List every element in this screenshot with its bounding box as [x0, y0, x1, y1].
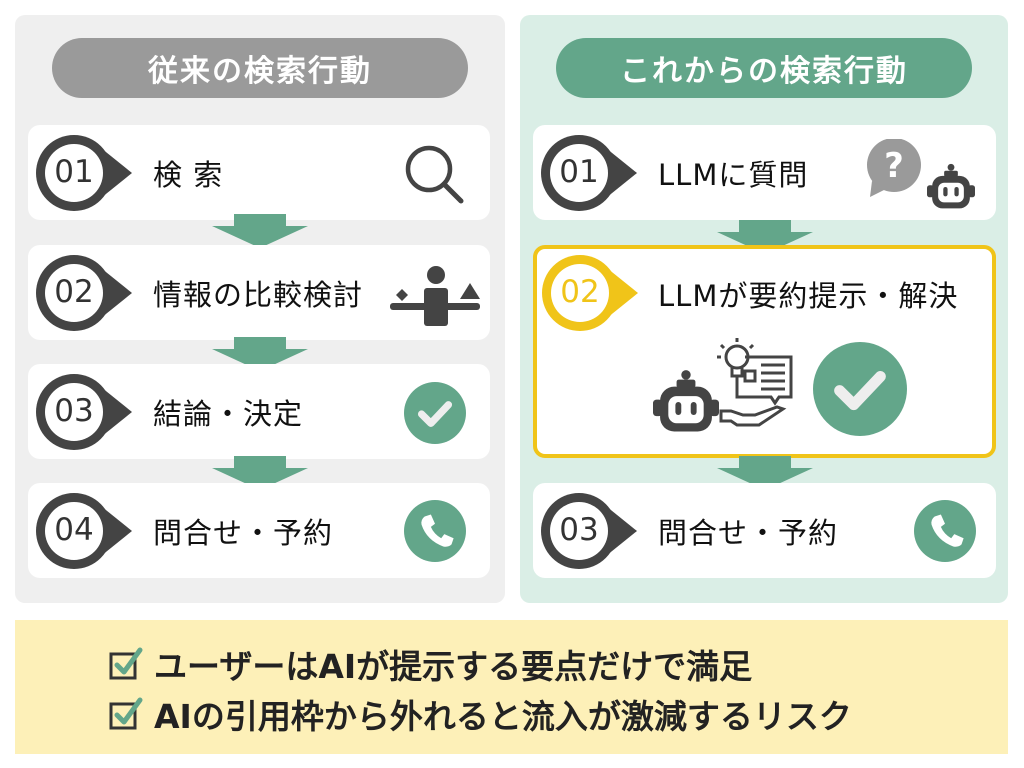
- idea-summary-hand-icon: [717, 338, 793, 427]
- left-step-3: 03 結論・決定: [28, 364, 490, 459]
- search-icon: [405, 145, 464, 204]
- step-label: LLMに質問: [658, 157, 809, 192]
- step-number: 04: [54, 512, 94, 548]
- step-number: 01: [54, 154, 94, 190]
- question-bubble-icon: ?: [867, 139, 921, 197]
- summary-banner: [15, 620, 1008, 754]
- future-title: これからの検索行動: [556, 38, 972, 98]
- step-number: 03: [559, 512, 599, 548]
- step-number: 03: [54, 393, 94, 429]
- robot-icon: [649, 369, 723, 435]
- summary-point-2: AIの引用枠から外れると流入が激減するリスク: [108, 690, 852, 738]
- step-label: 結論・決定: [153, 396, 304, 431]
- checkbox-icon: [108, 646, 144, 682]
- step-label: 情報の比較検討: [153, 277, 364, 312]
- left-step-1: 01 検 索: [28, 125, 490, 220]
- compare-person-icon: [390, 266, 480, 326]
- flow-arrow: [212, 214, 308, 248]
- left-step-2: 02 情報の比較検討: [28, 245, 490, 340]
- summary-point-1: ユーザーはAIが提示する要点だけで満足: [108, 640, 752, 688]
- step-label: 問合せ・予約: [153, 515, 334, 550]
- left-step-4: 04 問合せ・予約: [28, 483, 490, 578]
- step-label: 検 索: [153, 157, 224, 192]
- step-label: 問合せ・予約: [658, 515, 839, 550]
- svg-text:?: ?: [884, 146, 904, 186]
- right-step-3: 03 問合せ・予約: [533, 483, 996, 578]
- check-circle-icon: [404, 382, 466, 444]
- summary-text: AIの引用枠から外れると流入が激減するリスク: [154, 697, 852, 736]
- right-step-2-highlighted: 02 LLMが要約提示・解決: [533, 245, 996, 458]
- step-number: 01: [559, 154, 599, 190]
- step-label: LLMが要約提示・解決: [658, 279, 959, 313]
- summary-text: ユーザーはAIが提示する要点だけで満足: [154, 647, 753, 686]
- step-number: 02: [54, 274, 94, 310]
- right-step-1: 01 LLMに質問 ?: [533, 125, 996, 220]
- phone-icon: [404, 500, 466, 562]
- checkbox-icon: [108, 696, 144, 732]
- check-circle-icon: [813, 342, 907, 436]
- step-number: 02: [560, 274, 600, 310]
- robot-icon: [925, 163, 977, 211]
- phone-icon: [914, 500, 976, 562]
- traditional-title: 従来の検索行動: [52, 38, 468, 98]
